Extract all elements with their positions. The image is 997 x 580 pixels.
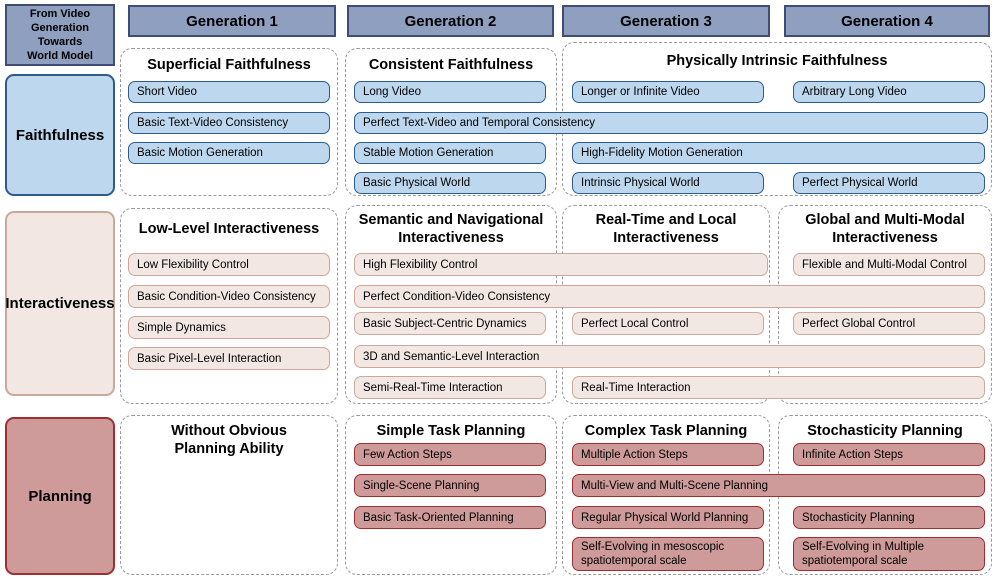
item-basic-condition-video-consistency[interactable]: Basic Condition-Video Consistency	[128, 285, 330, 308]
item-perfect-text-video-and-temporal-consistency[interactable]: Perfect Text-Video and Temporal Consiste…	[354, 112, 988, 134]
item-infinite-action-steps[interactable]: Infinite Action Steps	[793, 443, 985, 466]
generation-header-1: Generation 1	[128, 5, 336, 37]
item-multiple-action-steps[interactable]: Multiple Action Steps	[572, 443, 764, 466]
panel-planning-gen1	[120, 415, 338, 575]
item-simple-dynamics[interactable]: Simple Dynamics	[128, 316, 330, 339]
item-semi-real-time-interaction[interactable]: Semi-Real-Time Interaction	[354, 376, 546, 399]
corner-title-cell: From Video Generation Towards World Mode…	[5, 4, 115, 66]
row-label-faithfulness: Faithfulness	[5, 74, 115, 196]
item-stochasticity-planning[interactable]: Stochasticity Planning	[793, 506, 985, 529]
item-basic-subject-centric-dynamics[interactable]: Basic Subject-Centric Dynamics	[354, 312, 546, 335]
item-few-action-steps[interactable]: Few Action Steps	[354, 443, 546, 466]
item-perfect-physical-world[interactable]: Perfect Physical World	[793, 172, 985, 194]
item-stable-motion-generation[interactable]: Stable Motion Generation	[354, 142, 546, 164]
item-3d-and-semantic-level-interaction[interactable]: 3D and Semantic-Level Interaction	[354, 345, 985, 368]
generation-header-3: Generation 3	[562, 5, 770, 37]
item-intrinsic-physical-world[interactable]: Intrinsic Physical World	[572, 172, 764, 194]
item-low-flexibility-control[interactable]: Low Flexibility Control	[128, 253, 330, 276]
row-label-planning: Planning	[5, 417, 115, 575]
item-basic-motion-generation[interactable]: Basic Motion Generation	[128, 142, 330, 164]
item-perfect-local-control[interactable]: Perfect Local Control	[572, 312, 764, 335]
item-longer-or-infinite-video[interactable]: Longer or Infinite Video	[572, 81, 764, 103]
item-single-scene-planning[interactable]: Single-Scene Planning	[354, 474, 546, 497]
row-label-interactiveness: Interactiveness	[5, 211, 115, 396]
item-basic-pixel-level-interaction[interactable]: Basic Pixel-Level Interaction	[128, 347, 330, 370]
generation-header-2: Generation 2	[347, 5, 554, 37]
item-self-evolving-multiple[interactable]: Self-Evolving in Multiple spatiotemporal…	[793, 537, 985, 571]
item-self-evolving-mesoscopic[interactable]: Self-Evolving in mesoscopic spatiotempor…	[572, 537, 764, 571]
item-basic-physical-world[interactable]: Basic Physical World	[354, 172, 546, 194]
item-arbitrary-long-video[interactable]: Arbitrary Long Video	[793, 81, 985, 103]
item-flexible-and-multi-modal-control[interactable]: Flexible and Multi-Modal Control	[793, 253, 985, 276]
item-high-fidelity-motion-generation[interactable]: High-Fidelity Motion Generation	[572, 142, 985, 164]
item-basic-task-oriented-planning[interactable]: Basic Task-Oriented Planning	[354, 506, 546, 529]
item-multi-view-and-multi-scene-planning[interactable]: Multi-View and Multi-Scene Planning	[572, 474, 985, 497]
item-short-video[interactable]: Short Video	[128, 81, 330, 103]
item-real-time-interaction[interactable]: Real-Time Interaction	[572, 376, 985, 399]
item-perfect-global-control[interactable]: Perfect Global Control	[793, 312, 985, 335]
item-high-flexibility-control[interactable]: High Flexibility Control	[354, 253, 768, 276]
item-regular-physical-world-planning[interactable]: Regular Physical World Planning	[572, 506, 764, 529]
generation-header-4: Generation 4	[784, 5, 990, 37]
item-long-video[interactable]: Long Video	[354, 81, 546, 103]
item-basic-text-video-consistency[interactable]: Basic Text-Video Consistency	[128, 112, 330, 134]
item-perfect-condition-video-consistency[interactable]: Perfect Condition-Video Consistency	[354, 285, 985, 308]
